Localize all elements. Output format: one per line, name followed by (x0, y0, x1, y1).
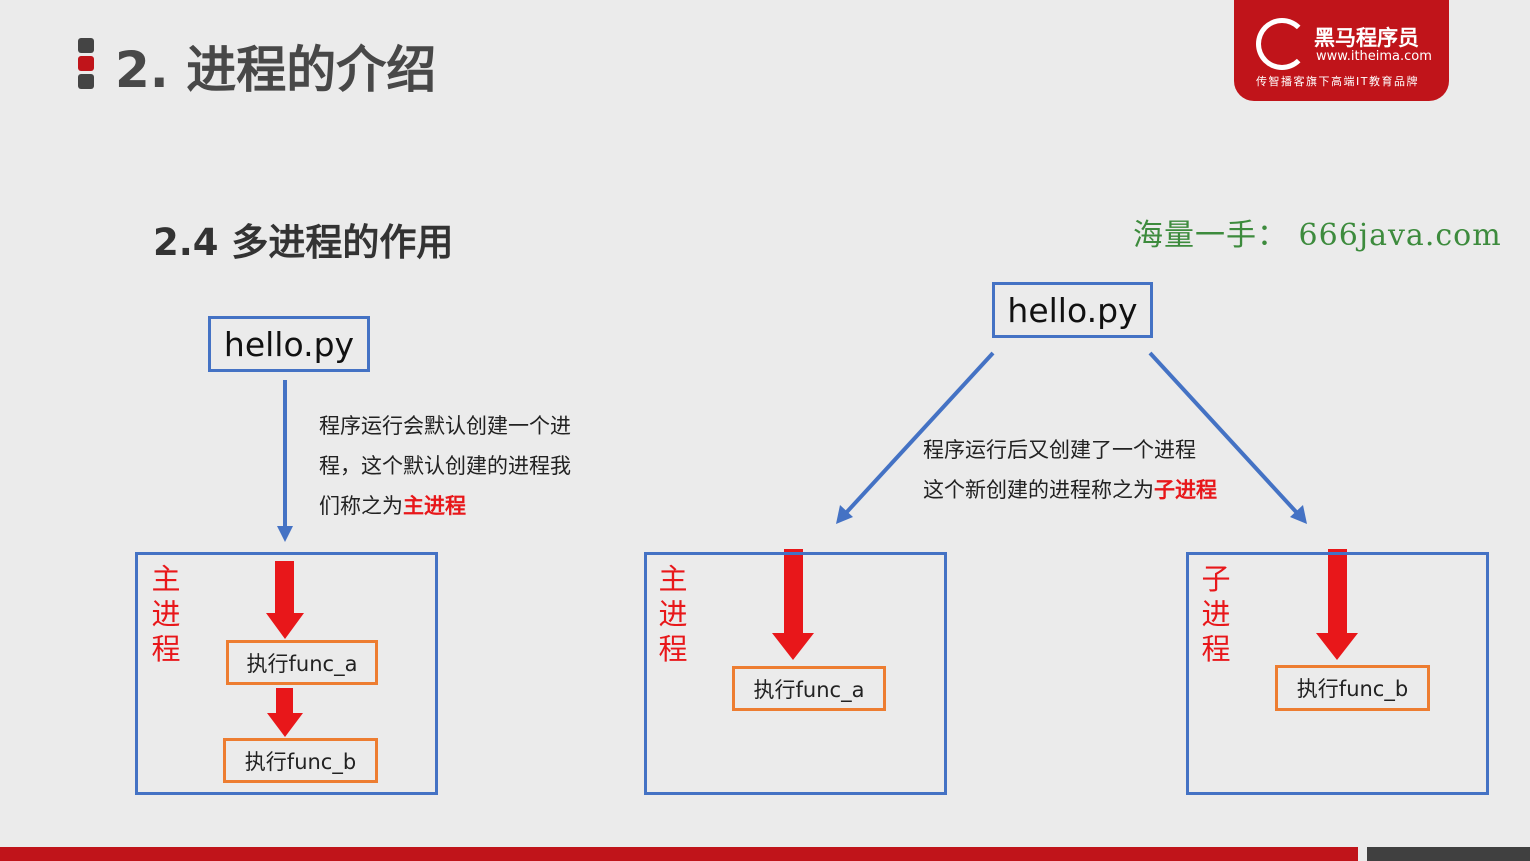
left-description: 程序运行会默认创建一个进 程，这个默认创建的进程我 们称之为主进程 (319, 406, 571, 526)
horse-logo-icon (1256, 18, 1308, 70)
func-b-box: 执行func_b (1275, 665, 1430, 711)
label-main-process: 主进程 (658, 562, 688, 666)
desc-line: 程，这个默认创建的进程我 (319, 454, 571, 478)
logo-url: www.itheima.com (1316, 49, 1432, 64)
highlight-child-process: 子进程 (1154, 478, 1217, 502)
title-marker-top (78, 38, 94, 53)
red-arrow-left-1 (266, 561, 304, 639)
highlight-main-process: 主进程 (403, 494, 466, 518)
section-subtitle: 2.4 多进程的作用 (153, 221, 454, 264)
desc-line: 程序运行后又创建了一个进程 (923, 438, 1196, 462)
label-main-process-left: 主进程 (151, 562, 181, 666)
desc-line: 程序运行会默认创建一个进 (319, 414, 571, 438)
desc-line: 这个新创建的进程称之为 (923, 478, 1154, 502)
func-a-box: 执行func_a (732, 666, 886, 711)
footer-bar-red (0, 847, 1358, 861)
file-box-hello-right: hello.py (992, 282, 1153, 338)
red-arrow-left-2 (267, 688, 303, 737)
right-description: 程序运行后又创建了一个进程 这个新创建的进程称之为子进程 (923, 430, 1217, 510)
blue-arrow-diag-right (1148, 351, 1307, 524)
logo-name: 黑马程序员 (1314, 26, 1419, 50)
label-child-process: 子进程 (1201, 562, 1231, 666)
page-title: 2. 进程的介绍 (115, 41, 437, 99)
blue-arrow-diag-left (836, 351, 995, 524)
footer-bar-dark (1367, 847, 1530, 861)
red-arrow-mid (772, 549, 814, 660)
child-process-box (1186, 552, 1489, 795)
main-process-box-left (135, 552, 438, 795)
blue-arrow-left-down (277, 380, 293, 542)
watermark: 海量一手： 666java.com (1133, 218, 1502, 253)
brand-logo: 黑马程序员 www.itheima.com 传智播客旗下高端IT教育品牌 (1234, 0, 1449, 101)
func-a-box-left: 执行func_a (226, 640, 378, 685)
main-process-box (644, 552, 947, 795)
red-arrow-right (1316, 549, 1358, 660)
title-marker-mid (78, 56, 94, 71)
logo-slogan: 传智播客旗下高端IT教育品牌 (1256, 75, 1419, 88)
file-box-hello-left: hello.py (208, 316, 370, 372)
func-b-box-left: 执行func_b (223, 738, 378, 783)
desc-line: 们称之为 (319, 494, 403, 518)
title-marker-bottom (78, 74, 94, 89)
